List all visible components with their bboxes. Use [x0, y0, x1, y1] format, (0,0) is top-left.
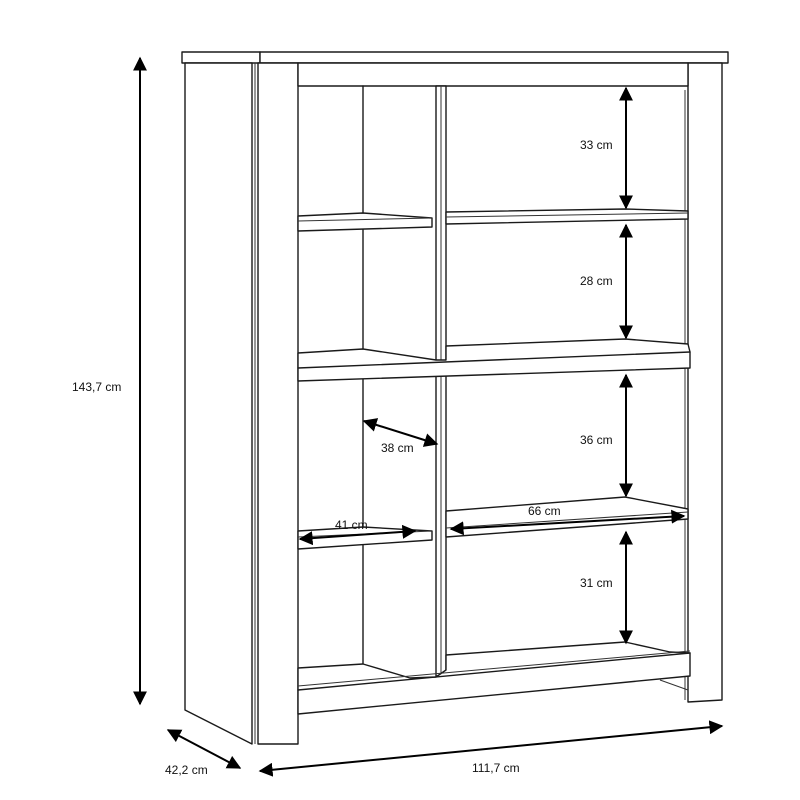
top-panel-front	[259, 51, 729, 64]
left-side-panel	[184, 62, 253, 745]
overall-width-label: 111,7 cm	[472, 761, 520, 775]
right-shelf-width-arrow	[449, 509, 686, 536]
depth-arrow	[166, 729, 242, 769]
overall-depth-label: 42,2 cm	[165, 763, 208, 777]
bottom-shelf	[297, 641, 691, 715]
dimension-labels: 143,7 cm 42,2 cm 111,7 cm 33 cm 28 cm 36…	[72, 138, 613, 777]
width-arrow	[258, 720, 724, 777]
shelf-upper-left	[297, 212, 433, 232]
overall-height-label: 143,7 cm	[72, 380, 121, 394]
bottom-right-height-label: 31 cm	[580, 576, 613, 590]
left-shelf-width-arrow	[298, 524, 417, 546]
top-panel	[181, 51, 261, 64]
interior-depth-label: 38 cm	[381, 441, 414, 455]
shelf-upper-right	[445, 208, 689, 225]
top-right-height-label: 33 cm	[580, 138, 613, 152]
left-front-stile	[257, 62, 299, 745]
left-shelf-width-label: 41 cm	[335, 518, 368, 532]
right-front-stile	[687, 62, 723, 703]
dimension-annotations	[133, 56, 724, 777]
upper-middle-right-height-label: 28 cm	[580, 274, 613, 288]
right-shelf-width-label: 66 cm	[528, 504, 561, 518]
interior-depth-arrow	[362, 418, 439, 447]
top-rail	[297, 62, 689, 87]
cabinet-drawing	[181, 51, 729, 745]
lower-middle-right-height-label: 36 cm	[580, 433, 613, 447]
